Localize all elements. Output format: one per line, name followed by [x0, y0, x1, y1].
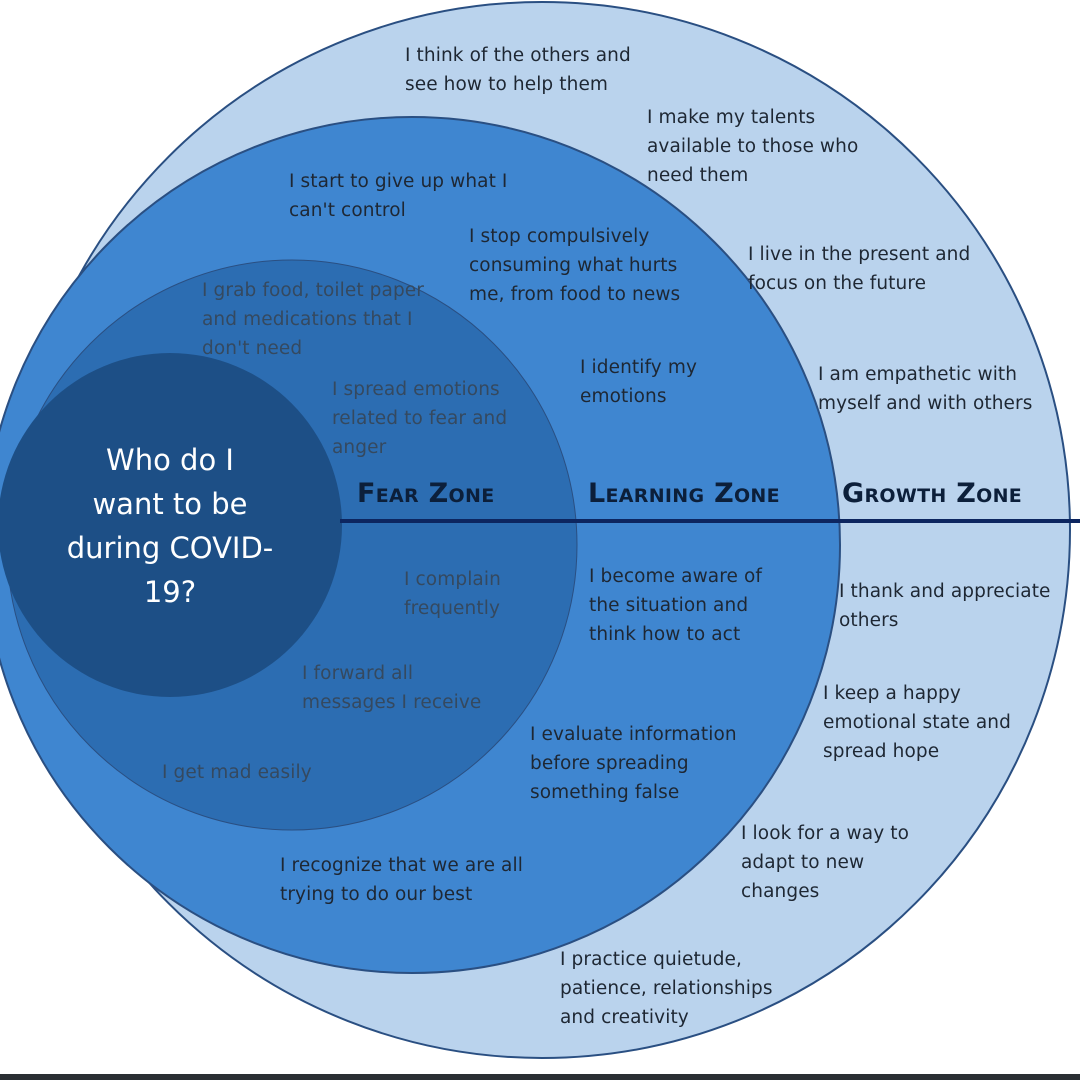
fear-item: I spread emotions related to fear and an… — [332, 379, 508, 458]
fear-item: I forward all messages I receive — [302, 663, 482, 713]
learning-zone-label: Learning Zone — [588, 478, 780, 509]
learning-item: I stop compulsively consuming what hurts… — [469, 226, 681, 305]
growth-item: I make my talents available to those who… — [647, 107, 859, 186]
growth-item: I live in the present and focus on the f… — [748, 244, 971, 294]
learning-item: I start to give up what I can't control — [289, 171, 508, 221]
growth-item: I keep a happy emotional state and sprea… — [823, 683, 1011, 762]
growth-item: I practice quietude, patience, relations… — [560, 949, 773, 1028]
learning-item: I evaluate information before spreading … — [530, 724, 737, 803]
learning-item: I become aware of the situation and thin… — [589, 566, 763, 645]
fear-item: I grab food, toilet paper and medication… — [202, 280, 424, 359]
growth-item: I think of the others and see how to hel… — [405, 45, 631, 95]
fear-item: I complain frequently — [404, 569, 501, 619]
learning-item: I recognize that we are all trying to do… — [280, 855, 523, 905]
growth-item: I thank and appreciate others — [839, 581, 1051, 631]
growth-item: I am empathetic with myself and with oth… — [818, 364, 1033, 414]
center-question: Who do I want to be during COVID- 19? — [66, 443, 274, 609]
growth-item: I look for a way to adapt to new changes — [741, 823, 910, 902]
fear-zone-label: Fear Zone — [357, 478, 495, 509]
growth-zone-label: Growth Zone — [842, 478, 1023, 509]
bottom-border — [0, 1074, 1080, 1080]
fear-item: I get mad easily — [162, 762, 312, 783]
learning-item: I identify my emotions — [580, 357, 698, 407]
center-circle — [0, 353, 342, 697]
